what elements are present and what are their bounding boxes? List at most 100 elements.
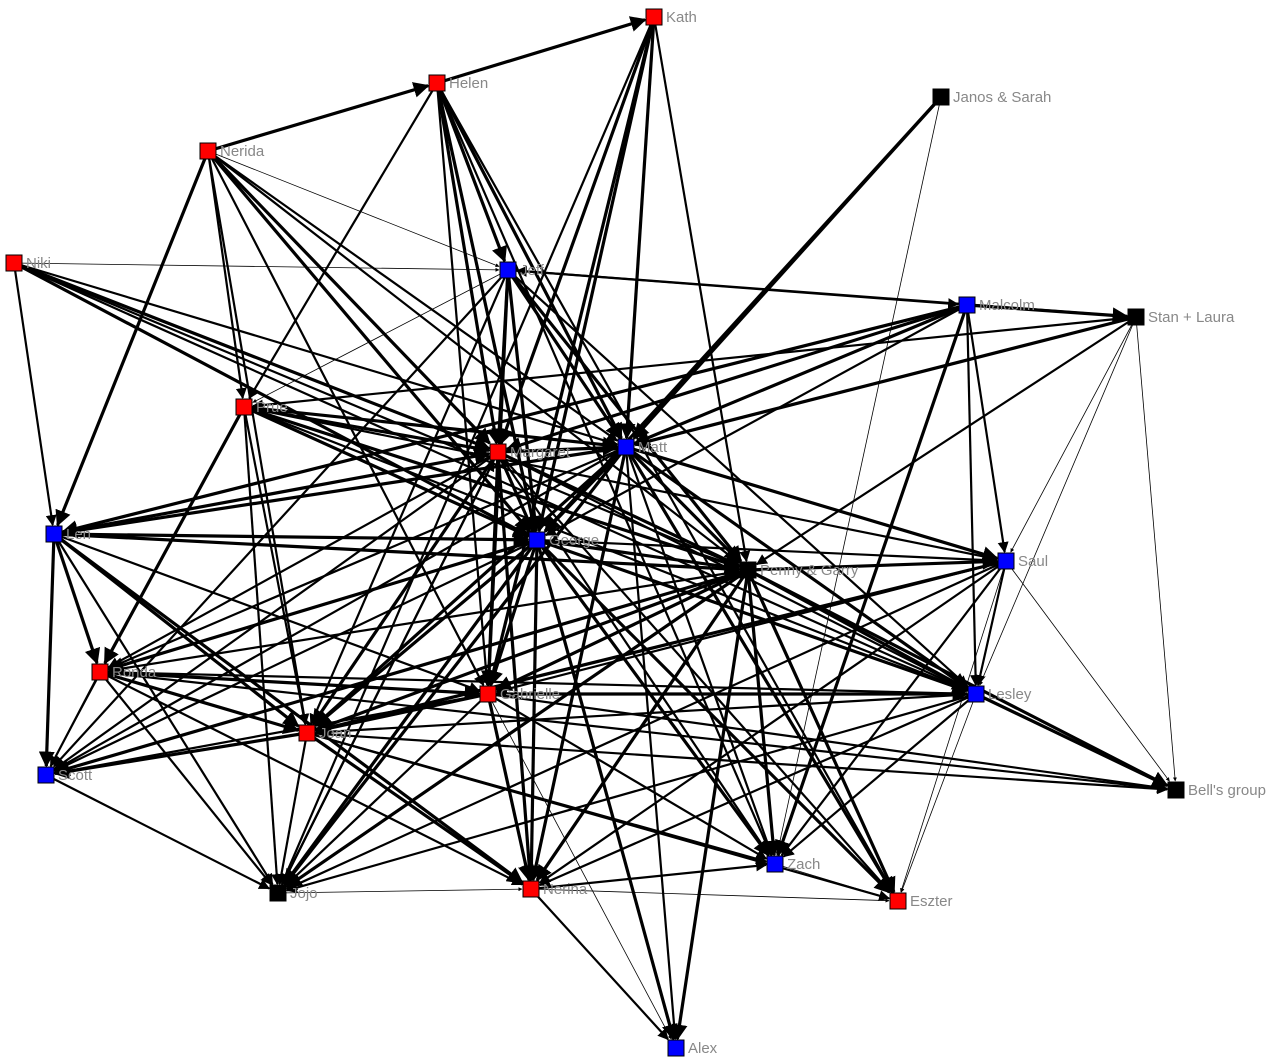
edge-george-saul — [536, 538, 999, 566]
node-label-penny: Penny & Garry — [760, 562, 859, 579]
edge-lesley-bell — [975, 692, 1169, 788]
edge-nerida-len — [55, 150, 210, 527]
node-zach[interactable]: Zach — [766, 855, 820, 873]
node-label-zach: Zach — [787, 856, 820, 873]
node-nerida[interactable]: Nerida — [199, 142, 265, 160]
edge-len-jojo — [53, 533, 274, 886]
edge-jojo-margaret — [277, 459, 495, 894]
node-marker-niki[interactable] — [5, 254, 23, 272]
edge-george-nerina — [523, 539, 540, 882]
edge-penny-saul — [747, 553, 999, 572]
edge-joan-eszter — [306, 731, 891, 902]
edge-ronda-bell — [99, 670, 1169, 794]
edge-len-nerina — [53, 532, 524, 884]
edge-matt-len — [61, 445, 627, 539]
node-marker-nerida[interactable] — [199, 142, 217, 160]
node-marker-nerina[interactable] — [522, 880, 540, 898]
node-label-stan: Stan + Laura — [1148, 309, 1235, 326]
node-marker-helen[interactable] — [428, 74, 446, 92]
node-george[interactable]: George — [528, 531, 599, 549]
edge-layer — [12, 16, 1177, 1041]
edge-george-alex — [535, 539, 678, 1041]
node-margaret[interactable]: Margaret — [489, 443, 571, 461]
edge-george-ronda — [107, 538, 538, 673]
edge-helen-kath — [436, 16, 647, 85]
edge-prue-matt — [243, 405, 619, 453]
node-label-len: Len — [66, 526, 91, 543]
node-marker-kath[interactable] — [645, 8, 663, 26]
edge-lesley-zach — [782, 693, 977, 858]
node-marker-janos[interactable] — [932, 88, 950, 106]
node-marker-alex[interactable] — [667, 1039, 685, 1057]
node-alex[interactable]: Alex — [667, 1039, 718, 1057]
node-marker-saul[interactable] — [997, 552, 1015, 570]
node-marker-jojo[interactable] — [269, 884, 287, 902]
node-marker-matt[interactable] — [617, 438, 635, 456]
node-kath[interactable]: Kath — [645, 8, 697, 26]
edge-prue-joan — [242, 406, 309, 726]
node-marker-bell[interactable] — [1167, 781, 1185, 799]
node-label-bell: Bell's group — [1188, 782, 1266, 799]
node-eszter[interactable]: Eszter — [889, 892, 953, 910]
node-bell[interactable]: Bell's group — [1167, 781, 1266, 799]
node-marker-penny[interactable] — [739, 561, 757, 579]
node-marker-len[interactable] — [45, 525, 63, 543]
node-label-nerida: Nerida — [220, 143, 265, 160]
node-ronda[interactable]: Ronda — [91, 663, 157, 681]
edge-helen-prue — [248, 82, 438, 400]
node-marker-lesley[interactable] — [967, 685, 985, 703]
node-marker-malcolm[interactable] — [958, 296, 976, 314]
node-jojo[interactable]: Jojo — [269, 884, 318, 902]
node-gabrielle[interactable]: Gabrielle — [479, 685, 560, 703]
node-penny[interactable]: Penny & Garry — [739, 561, 859, 579]
edge-matt-saul — [625, 445, 999, 562]
node-marker-scott[interactable] — [37, 766, 55, 784]
edge-stan-jeff — [515, 265, 1137, 319]
edge-penny-scott — [53, 568, 749, 777]
node-marker-jeff[interactable] — [499, 261, 517, 279]
edge-niki-margaret — [13, 261, 491, 451]
node-jeff[interactable]: Jeff — [499, 261, 545, 279]
edge-nerina-alex — [530, 888, 669, 1041]
edge-penny-gabrielle — [495, 568, 749, 692]
node-marker-zach[interactable] — [766, 855, 784, 873]
node-label-janos: Janos & Sarah — [953, 89, 1051, 106]
edge-saul-joan — [314, 559, 1007, 736]
node-matt[interactable]: Matt — [617, 438, 668, 456]
node-len[interactable]: Len — [45, 525, 91, 543]
node-label-kath: Kath — [666, 9, 697, 26]
edge-nerida-margaret — [206, 149, 491, 445]
edge-ronda-nerina — [99, 671, 524, 886]
node-marker-margaret[interactable] — [489, 443, 507, 461]
node-label-gabrielle: Gabrielle — [500, 686, 560, 703]
node-niki[interactable]: Niki — [5, 254, 51, 272]
node-marker-gabrielle[interactable] — [479, 685, 497, 703]
node-label-margaret: Margaret — [510, 444, 571, 461]
node-lesley[interactable]: Lesley — [967, 685, 1032, 703]
node-scott[interactable]: Scott — [37, 766, 93, 784]
edge-lesley-eszter — [900, 693, 977, 893]
node-marker-eszter[interactable] — [889, 892, 907, 910]
edge-gabrielle-bell — [487, 692, 1169, 793]
node-label-jeff: Jeff — [520, 262, 545, 279]
edge-nerida-joan — [206, 150, 310, 726]
node-marker-ronda[interactable] — [91, 663, 109, 681]
edge-malcolm-zach — [775, 304, 969, 857]
edge-jeff-penny — [506, 269, 743, 563]
node-stan[interactable]: Stan + Laura — [1127, 308, 1235, 326]
edge-saul-zach — [780, 560, 1007, 857]
edge-lesley-nerina — [538, 692, 977, 887]
node-saul[interactable]: Saul — [997, 552, 1048, 570]
node-marker-stan[interactable] — [1127, 308, 1145, 326]
node-malcolm[interactable]: Malcolm — [958, 296, 1035, 314]
node-marker-prue[interactable] — [235, 398, 253, 416]
node-label-ronda: Ronda — [112, 664, 157, 681]
node-janos[interactable]: Janos & Sarah — [932, 88, 1051, 106]
node-prue[interactable]: Prue — [235, 398, 288, 416]
node-nerina[interactable]: Nerina — [522, 880, 588, 898]
node-marker-george[interactable] — [528, 531, 546, 549]
node-marker-joan[interactable] — [298, 724, 316, 742]
node-helen[interactable]: Helen — [428, 74, 488, 92]
node-label-alex: Alex — [688, 1040, 718, 1057]
node-joan[interactable]: Joan — [298, 724, 352, 742]
